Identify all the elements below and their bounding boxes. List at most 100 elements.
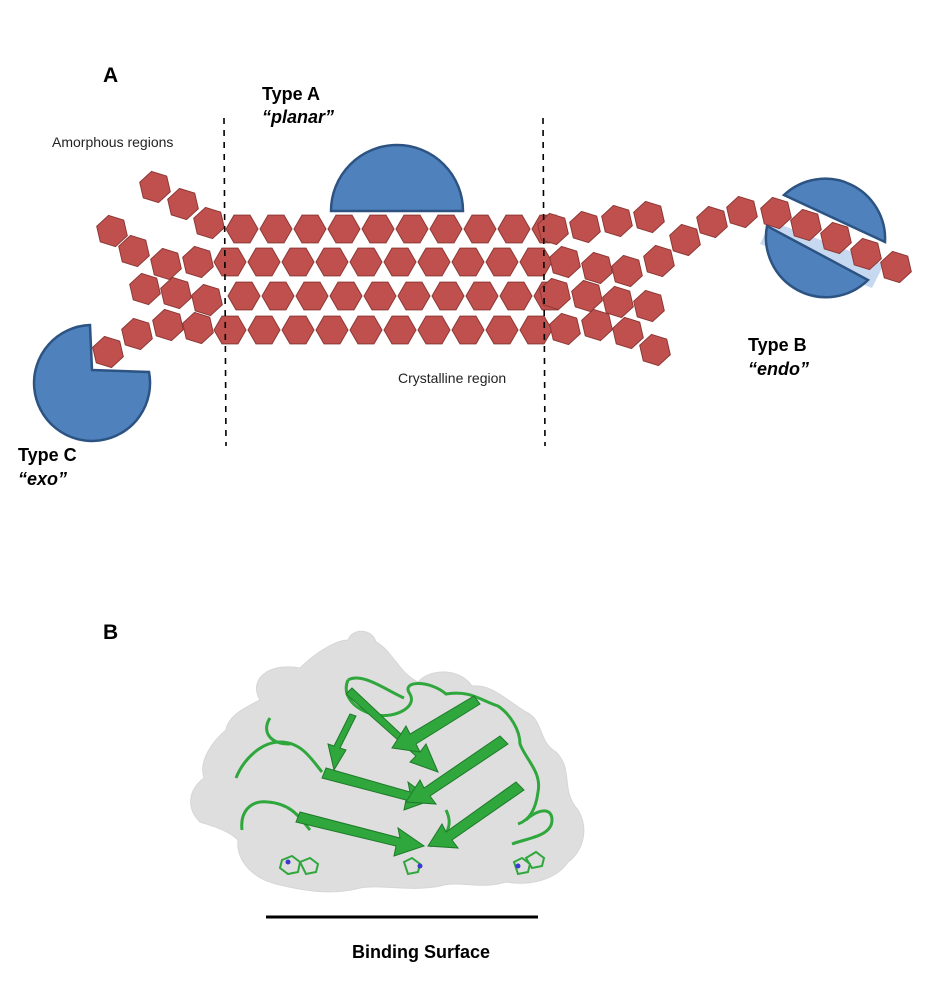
glucose-unit: [499, 281, 533, 311]
glucose-unit: [850, 237, 882, 271]
beta-strand: [295, 811, 426, 857]
glucose-unit: [569, 210, 601, 244]
glucose-unit: [612, 316, 644, 350]
glucose-unit: [361, 214, 395, 244]
glucose-unit: [129, 272, 161, 306]
type-a-mode: “planar”: [262, 107, 334, 127]
type-b-name: Type B: [748, 335, 807, 355]
beta-strand: [321, 767, 434, 811]
ribbon-loops-lower: [234, 717, 554, 848]
glucose-unit: [485, 315, 519, 345]
glucose-unit: [549, 312, 581, 346]
glucose-unit: [213, 247, 247, 277]
glucose-unit: [383, 315, 417, 345]
type-c-mode: “exo”: [18, 469, 67, 489]
glucose-unit: [880, 250, 912, 284]
glucose-unit: [315, 247, 349, 277]
beta-strand: [327, 713, 357, 772]
type-a-name: Type A: [262, 84, 320, 104]
nitrogen-atom: [285, 859, 291, 865]
amorphous-regions-label: Amorphous regions: [52, 134, 173, 150]
glucose-unit: [497, 214, 531, 244]
binding-surface-caption: Binding Surface: [352, 942, 490, 962]
cellulose-chains: [92, 170, 758, 369]
glucose-unit: [327, 214, 361, 244]
endo-upper-lobe: [781, 177, 887, 244]
glucose-unit: [639, 333, 671, 367]
crystalline-region-label: Crystalline region: [398, 370, 506, 386]
endo-lower-lobe: [764, 224, 871, 299]
glucose-unit: [643, 244, 675, 278]
glucose-unit: [633, 200, 665, 234]
glucose-unit: [191, 283, 223, 317]
glucose-unit: [349, 315, 383, 345]
glucose-unit: [519, 315, 553, 345]
glucose-unit: [429, 214, 463, 244]
glucose-unit: [571, 279, 603, 313]
glucose-unit: [213, 315, 247, 345]
type-c-exo-enzyme: [32, 323, 152, 443]
glucose-unit: [602, 285, 634, 319]
glucose-unit: [247, 247, 281, 277]
glucose-unit: [395, 214, 429, 244]
glucose-unit: [152, 308, 184, 342]
glucose-unit: [329, 281, 363, 311]
glucose-unit: [726, 195, 758, 229]
molecular-surface: [190, 630, 585, 893]
type-b-mode: “endo”: [748, 359, 809, 379]
glucose-unit: [182, 245, 214, 279]
glucose-unit: [160, 276, 192, 310]
glucose-unit: [417, 315, 451, 345]
protein-structure: [190, 630, 585, 893]
glucose-unit: [463, 214, 497, 244]
glucose-unit: [150, 247, 182, 281]
type-a-planar-enzyme: [329, 143, 465, 213]
glucose-unit: [92, 335, 124, 369]
glucose-unit: [601, 204, 633, 238]
glucose-unit: [549, 245, 581, 279]
glucose-unit: [315, 315, 349, 345]
glucose-unit: [581, 251, 613, 285]
glucose-unit: [261, 281, 295, 311]
glucose-unit: [349, 247, 383, 277]
glucose-unit: [417, 247, 451, 277]
glucose-unit: [363, 281, 397, 311]
glucose-unit: [259, 214, 293, 244]
beta-strand: [405, 735, 509, 805]
beta-strand: [427, 781, 525, 849]
nitrogen-atom: [417, 863, 423, 869]
glucose-unit: [581, 308, 613, 342]
glucose-unit: [118, 234, 150, 268]
panel-a-label: A: [103, 64, 118, 87]
glucose-unit: [281, 315, 315, 345]
glucose-unit: [820, 221, 852, 255]
glucose-unit: [247, 315, 281, 345]
aromatic-residues: [278, 850, 546, 876]
glucose-unit: [281, 247, 315, 277]
glucose-unit: [519, 247, 553, 277]
glucose-unit: [790, 208, 822, 242]
glucose-unit: [225, 214, 259, 244]
glucose-unit: [121, 317, 153, 351]
glucose-unit: [669, 223, 701, 257]
glucose-unit: [96, 214, 128, 248]
glucose-unit: [451, 315, 485, 345]
nitrogen-atom: [515, 863, 521, 869]
glucose-unit: [451, 247, 485, 277]
glucose-unit: [465, 281, 499, 311]
glucose-unit: [383, 247, 417, 277]
glucose-unit: [167, 187, 199, 221]
glucose-unit: [293, 214, 327, 244]
glucose-unit: [537, 212, 569, 246]
glucose-unit: [295, 281, 329, 311]
type-c-name: Type C: [18, 445, 77, 465]
glucose-unit: [193, 206, 225, 240]
glucose-unit: [182, 311, 214, 345]
beta-strand: [391, 695, 481, 753]
glucose-unit: [760, 196, 792, 230]
glucose-unit: [431, 281, 465, 311]
left-region-boundary: [223, 117, 227, 447]
glucose-unit: [696, 205, 728, 239]
